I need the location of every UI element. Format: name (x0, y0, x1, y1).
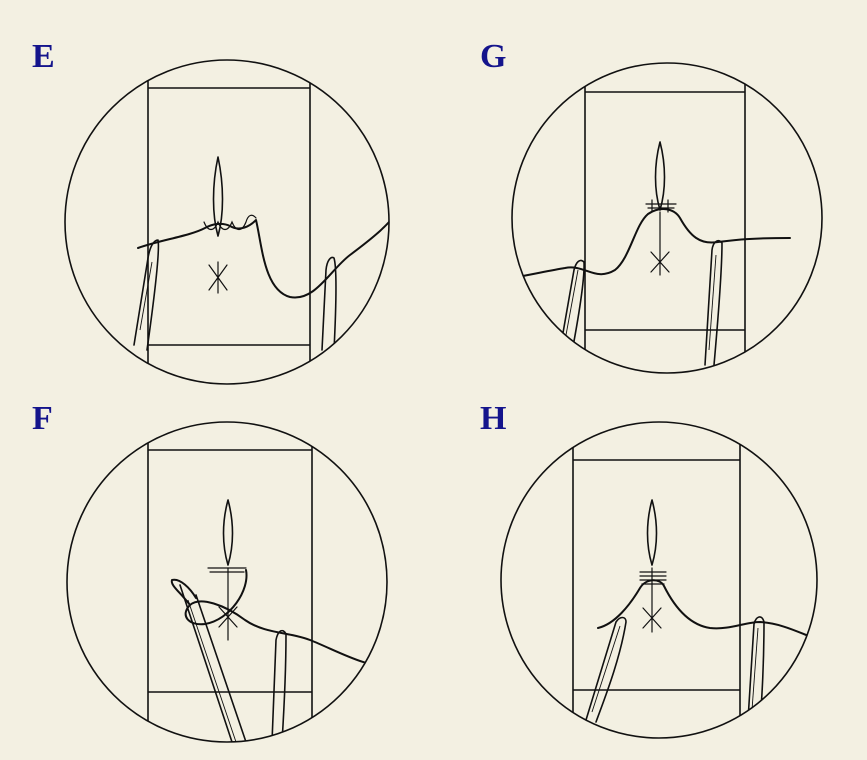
left-forceps (559, 259, 585, 353)
microscope-field-circle (511, 62, 823, 374)
incision-slit (212, 156, 224, 237)
stitch-mark (650, 211, 670, 276)
left-forceps (179, 584, 247, 742)
suture-thread (137, 196, 389, 299)
suture-thread (597, 579, 817, 643)
incision-slit (654, 141, 666, 211)
panel-g (511, 62, 823, 374)
panel-f (66, 421, 388, 743)
microscope-field-circle (64, 59, 390, 385)
stitch-mark (218, 567, 238, 641)
panel-h (500, 421, 818, 739)
right-forceps (747, 616, 765, 721)
panel-e (64, 59, 390, 385)
vessel-outline (147, 60, 311, 384)
left-forceps (585, 616, 627, 723)
first-knot (207, 567, 247, 573)
right-forceps (704, 240, 723, 366)
panel-label-f: F (32, 400, 53, 437)
suture-loop (170, 578, 197, 606)
stitch-mark (208, 261, 228, 294)
right-forceps (271, 629, 287, 742)
stitch-mark (642, 567, 662, 633)
vessel-outline (584, 63, 746, 373)
vessel-outline (147, 422, 313, 742)
knot-wraps (645, 199, 677, 213)
suture-thread (184, 569, 387, 669)
completed-knot (639, 571, 667, 585)
left-forceps (133, 239, 160, 351)
microscope-field-circle (66, 421, 388, 743)
panel-label-h: H (480, 400, 507, 437)
knot-wraps (203, 214, 257, 231)
incision-slit (646, 499, 658, 566)
vessel-outline (572, 422, 741, 738)
incision-slit (222, 499, 234, 566)
suture-thread (512, 208, 791, 283)
panel-label-e: E (32, 38, 55, 75)
panel-label-g: G (480, 38, 507, 75)
microscope-field-circle (500, 421, 818, 739)
right-forceps (321, 256, 337, 351)
